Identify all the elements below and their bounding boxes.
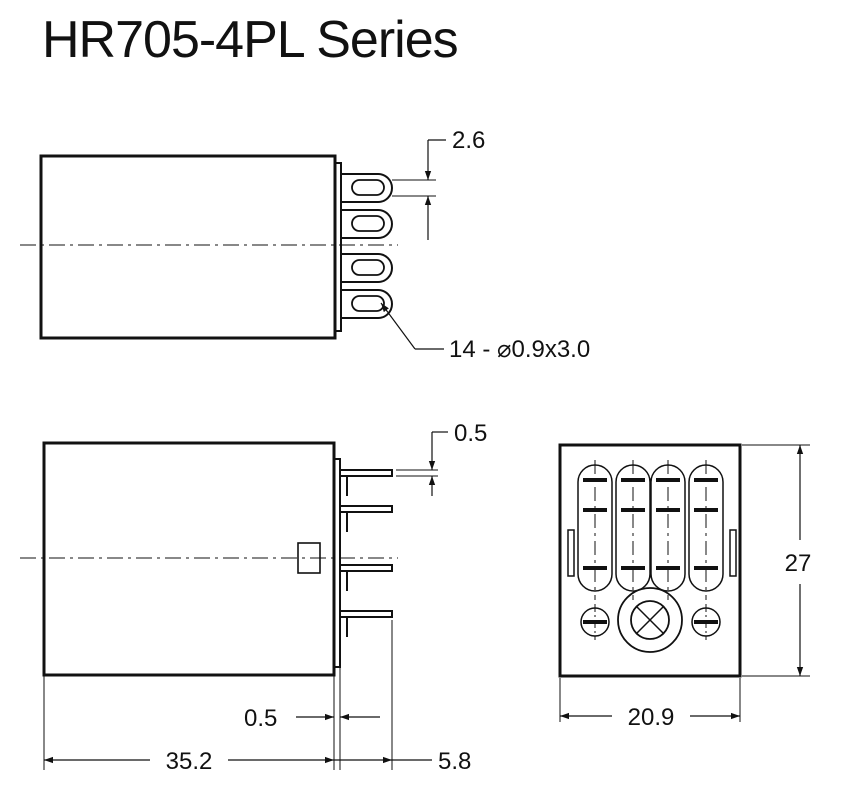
pin-length-label: 5.8 [438, 748, 471, 775]
pin-dashes-bottom [583, 478, 718, 624]
pin-blade [339, 505, 393, 532]
pin-spec-label: 14 - ⌀0.9x3.0 [449, 336, 590, 363]
side-clip-right [729, 529, 737, 577]
pin-blade [339, 564, 393, 591]
indicator-window [297, 542, 321, 574]
pin-thickness-label: 0.5 [454, 420, 487, 447]
side-view: 0.5 0.5 35.2 5.8 [20, 420, 487, 775]
pin-centerlines-bottom [594, 460, 707, 600]
pin-blade [339, 469, 393, 496]
pin-terminal [341, 289, 393, 319]
diagram-title: HR705-4PL Series [42, 11, 459, 69]
pin-terminal [341, 173, 393, 203]
width-label: 20.9 [628, 704, 675, 731]
side-clip-left [567, 529, 575, 577]
pin-blade [339, 610, 393, 637]
base-flange-top [334, 162, 342, 332]
pin-length-dimension: 5.8 [334, 748, 471, 775]
pin-terminal [341, 253, 393, 283]
top-view: 2.6 14 - ⌀0.9x3.0 [20, 127, 590, 363]
width-dimension: 20.9 [560, 704, 740, 731]
pin-blades-side [339, 469, 393, 637]
relay-body-bottom [558, 443, 742, 678]
bottom-view: 27 20.9 [558, 443, 812, 731]
height-label: 27 [785, 550, 812, 577]
body-length-dimension: 35.2 [44, 748, 334, 775]
indicator-lamp-bottom [617, 587, 683, 653]
body-length-label: 35.2 [166, 748, 213, 775]
base-gap-label: 0.5 [244, 705, 277, 732]
height-dimension: 27 [785, 445, 812, 676]
relay-body-side [42, 441, 336, 677]
pin-pitch-dimension: 2.6 [392, 127, 485, 240]
pin-terminal [341, 209, 393, 239]
pin-thickness-dimension: 0.5 [396, 420, 487, 496]
pin-spec-callout: 14 - ⌀0.9x3.0 [380, 302, 590, 363]
base-gap-dimension: 0.5 [244, 705, 380, 732]
pin-pitch-label: 2.6 [452, 127, 485, 154]
pin-slots-bottom [577, 464, 724, 592]
pin-terminals-top [341, 173, 393, 319]
relay-body-top [39, 154, 337, 340]
coil-pins-bottom [580, 604, 721, 640]
